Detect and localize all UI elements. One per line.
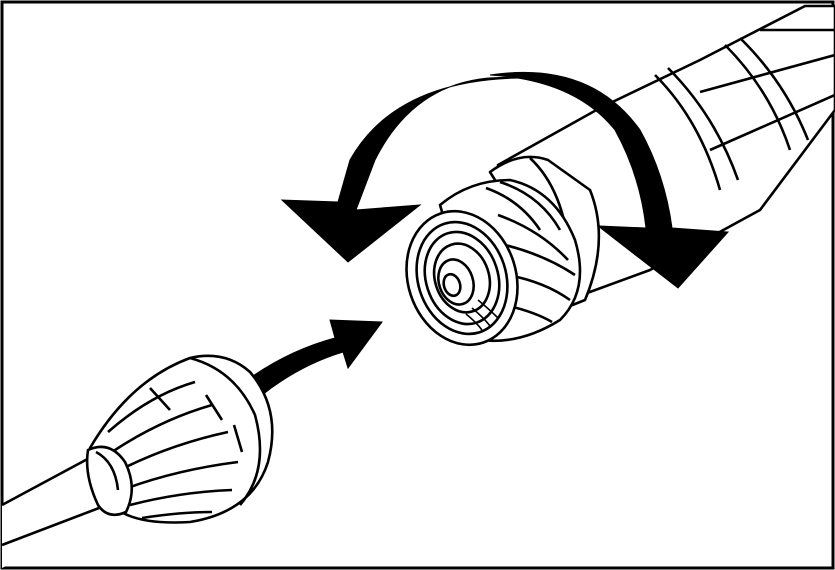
rotate-clockwise-arrow — [489, 71, 730, 289]
insert-arrow — [249, 319, 383, 396]
hose-connector — [85, 354, 274, 524]
wand-fitting — [405, 178, 582, 347]
rotate-counterclockwise-arrow — [280, 76, 521, 263]
